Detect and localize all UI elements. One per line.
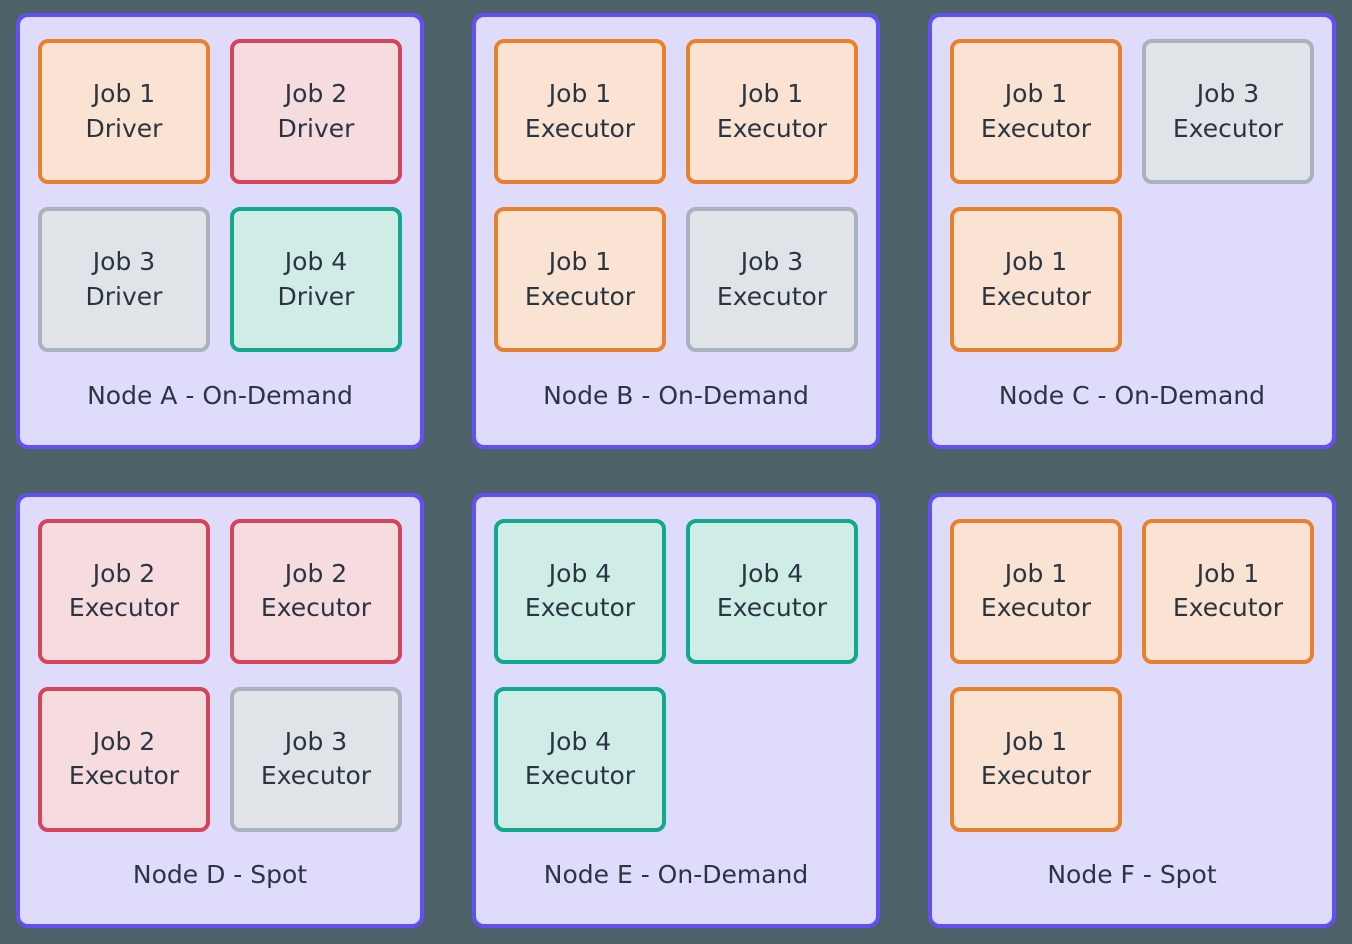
job-role-label: Executor [260, 593, 372, 622]
job-role-label: Driver [277, 113, 355, 143]
job-slot[interactable]: Job 3 Executor [230, 686, 402, 832]
job-role-label: Executor [980, 281, 1092, 311]
job-role-label: Executor [260, 761, 372, 790]
job-slot[interactable]: Job 1 Executor [950, 686, 1122, 832]
job-slot[interactable]: Job 2 Executor [38, 518, 210, 664]
job-role-label: Executor [1172, 593, 1284, 622]
job-slot[interactable]: Job 3 Executor [686, 207, 858, 352]
node-label: Node B - On-Demand [543, 380, 809, 410]
job-name-label: Job 4 [284, 247, 348, 276]
job-slot[interactable]: Job 4 Executor [686, 518, 858, 664]
job-slot[interactable]: Job 3 Driver [38, 207, 210, 352]
job-name-label: Job 2 [284, 79, 348, 108]
job-role-label: Driver [85, 113, 163, 143]
node-label: Node F - Spot [1047, 860, 1217, 890]
job-name-label: Job 4 [740, 558, 804, 588]
job-role-label: Executor [980, 113, 1092, 143]
job-name-label: Job 1 [1004, 247, 1068, 276]
job-slot[interactable]: Job 1 Executor [950, 39, 1122, 184]
job-name-label: Job 3 [740, 247, 804, 276]
job-name-label: Job 3 [284, 726, 348, 756]
node-label: Node C - On-Demand [998, 380, 1266, 410]
empty-slot [686, 687, 858, 832]
job-slot[interactable]: Job 1 Executor [950, 207, 1122, 352]
job-name-label: Job 1 [1196, 558, 1260, 588]
job-role-label: Executor [716, 281, 828, 311]
job-role-label: Executor [524, 113, 636, 143]
job-slot[interactable]: Job 2 Executor [38, 686, 210, 832]
job-role-label: Executor [524, 761, 636, 790]
job-slot[interactable]: Job 2 Driver [230, 39, 402, 184]
empty-slot [1142, 687, 1314, 832]
job-name-label: Job 1 [1004, 79, 1068, 108]
job-role-label: Executor [524, 281, 636, 311]
node-label: Node D - Spot [132, 860, 308, 890]
job-name-label: Job 1 [1004, 726, 1068, 756]
job-name-label: Job 2 [284, 558, 348, 588]
job-name-label: Job 1 [548, 247, 612, 276]
job-name-label: Job 4 [548, 558, 612, 588]
job-role-label: Executor [68, 761, 180, 790]
job-name-label: Job 2 [92, 726, 156, 756]
job-role-label: Executor [716, 593, 828, 622]
job-role-label: Executor [68, 593, 180, 622]
job-slot[interactable]: Job 3 Executor [1142, 39, 1314, 184]
empty-slot [1142, 207, 1314, 352]
job-name-label: Job 1 [548, 79, 612, 108]
job-name-label: Job 2 [92, 558, 156, 588]
job-role-label: Executor [980, 593, 1092, 622]
job-name-label: Job 1 [92, 79, 156, 108]
node-label: Node A - On-Demand [87, 380, 353, 410]
job-role-label: Executor [716, 113, 828, 143]
job-slot[interactable]: Job 1 Driver [38, 39, 210, 184]
job-name-label: Job 3 [1196, 79, 1260, 108]
job-slot[interactable]: Job 1 Executor [686, 39, 858, 184]
job-role-label: Executor [524, 593, 636, 622]
job-role-label: Executor [1172, 113, 1284, 143]
job-slot[interactable]: Job 1 Executor [950, 518, 1122, 664]
job-slot[interactable]: Job 2 Executor [230, 518, 402, 664]
job-slot[interactable]: Job 1 Executor [494, 39, 666, 184]
node-label: Node E - On-Demand [543, 860, 809, 890]
job-role-label: Driver [277, 281, 355, 311]
job-slot[interactable]: Job 4 Executor [494, 518, 666, 664]
job-role-label: Driver [85, 281, 163, 311]
job-slot[interactable]: Job 4 Driver [230, 207, 402, 352]
job-name-label: Job 3 [92, 247, 156, 276]
job-slot[interactable]: Job 4 Executor [494, 686, 666, 832]
job-name-label: Job 4 [548, 726, 612, 756]
job-slot[interactable]: Job 1 Executor [1142, 518, 1314, 664]
job-role-label: Executor [980, 761, 1092, 790]
job-name-label: Job 1 [740, 79, 804, 108]
job-name-label: Job 1 [1004, 558, 1068, 588]
job-slot[interactable]: Job 1 Executor [494, 207, 666, 352]
